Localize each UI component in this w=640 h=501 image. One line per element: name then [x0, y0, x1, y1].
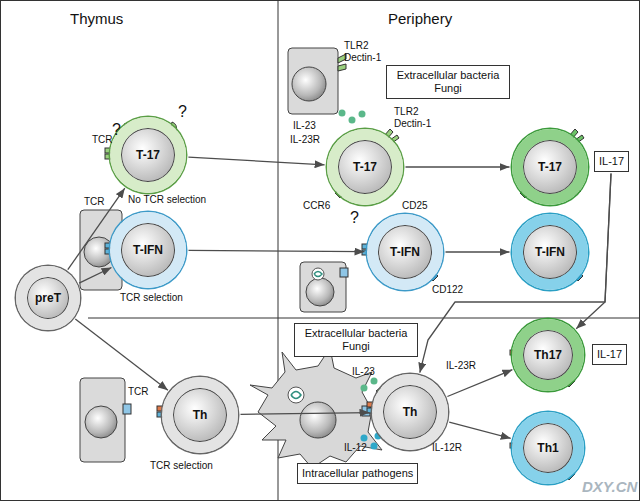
cell-name: preT — [35, 291, 61, 305]
cell-name: T-IFN — [133, 243, 163, 257]
cell-circle: T-17 — [512, 129, 588, 205]
arrow-connector — [406, 166, 510, 167]
apc-cell — [306, 278, 334, 306]
molecule-label: TCR selection — [120, 292, 183, 304]
cell-circle: T-17 — [110, 117, 186, 193]
molecule-label: Dectin-1 — [344, 52, 381, 64]
cell-circle: preT — [16, 266, 80, 330]
apc-cell — [292, 67, 326, 101]
text-box: IL-17 — [592, 344, 627, 365]
cell-name: Th17 — [534, 348, 562, 362]
arrow-connector — [446, 251, 510, 252]
arrow-connector — [241, 413, 370, 415]
molecule-label: IL-23R — [290, 134, 320, 146]
frame — [88, 318, 640, 319]
mhc-molecule — [123, 404, 131, 414]
molecule-label: CD25 — [402, 200, 428, 212]
molecule-label: IL-23R — [446, 360, 476, 372]
cytokine-dots — [371, 443, 378, 450]
text-box: Extracellular bacteria Fungi — [294, 323, 418, 357]
molecule-label: ? — [178, 102, 187, 121]
arrow-connector — [189, 250, 365, 251]
molecule-label: ? — [350, 208, 359, 227]
molecule-label: TCR — [84, 196, 105, 208]
dendritic-cell — [250, 348, 382, 468]
arrow-connector — [447, 370, 512, 397]
cell-circle: T-17 — [327, 129, 403, 205]
molecule-label: CCR6 — [303, 200, 330, 212]
molecule-label: No TCR selection — [128, 194, 206, 206]
apc-cell — [300, 262, 346, 312]
pathogen — [312, 268, 324, 280]
cell-circle: Th — [372, 374, 448, 450]
cell-name: T-17 — [136, 148, 160, 162]
molecule-label: Dectin-1 — [394, 118, 431, 130]
box-text: Extracellular bacteria Fungi — [391, 69, 505, 95]
molecule-label: TLR2 — [344, 40, 368, 52]
cell-name: T-IFN — [535, 245, 565, 259]
pathogen — [291, 392, 301, 399]
cell-circle: T-IFN — [110, 212, 186, 288]
pathogen — [314, 272, 322, 277]
apc-cell — [80, 378, 125, 462]
cytokine-dots — [349, 117, 356, 124]
box-text: IL-17 — [599, 155, 624, 168]
arrow-connector — [79, 268, 111, 284]
molecule-label: IL-23 — [293, 120, 316, 132]
cytokine-dots — [339, 110, 346, 117]
text-box: Extracellular bacteria Fungi — [386, 65, 510, 99]
cell-name: Th — [403, 405, 418, 419]
cell-name: T-17 — [353, 160, 377, 174]
molecule-label: TCR — [128, 386, 149, 398]
dendritic-cell — [300, 402, 336, 438]
pathogen — [288, 387, 304, 403]
arrow-connector — [75, 319, 168, 390]
arrow-connector — [449, 422, 511, 438]
cell-circle: T-IFN — [367, 214, 443, 290]
box-text: IL-17 — [597, 348, 622, 361]
box-text: Extracellular bacteria Fungi — [299, 327, 413, 353]
cytokine-dots — [361, 385, 368, 392]
cell-name: Th — [193, 408, 208, 422]
box-text: Intracellular pathogens — [302, 467, 413, 480]
cytokine-dots — [359, 111, 366, 118]
molecule-label: IL-12R — [432, 442, 462, 454]
cell-name: T-IFN — [390, 245, 420, 259]
molecule-label: TCR — [92, 134, 113, 146]
cell-circle: Th1 — [512, 412, 584, 484]
cell-circle: T-IFN — [512, 214, 588, 290]
cytokine-dots — [371, 378, 378, 385]
molecule-label: TLR2 — [394, 106, 418, 118]
cell-circle: Th — [162, 377, 238, 453]
region-title: Thymus — [70, 10, 123, 28]
cell-name: T-17 — [538, 160, 562, 174]
molecule-label: CD122 — [432, 284, 463, 296]
mhc-molecule — [340, 268, 348, 277]
text-box: IL-17 — [594, 151, 629, 172]
molecule-label: IL-12 — [344, 442, 367, 454]
arrow-connector — [188, 157, 324, 165]
molecule-label: IL-23 — [352, 366, 375, 378]
apc-cell — [288, 48, 338, 114]
molecule-label: TCR selection — [150, 460, 213, 472]
region-title: Periphery — [388, 10, 452, 28]
apc-cell — [85, 406, 117, 438]
watermark: DXY.CN — [582, 478, 637, 496]
cytokine-dots — [361, 435, 368, 442]
cell-circle: Th17 — [512, 319, 584, 391]
cell-name: Th1 — [537, 441, 558, 455]
dendritic-cell — [250, 348, 382, 468]
molecule-label: ? — [112, 120, 121, 139]
text-box: Intracellular pathogens — [297, 463, 418, 484]
